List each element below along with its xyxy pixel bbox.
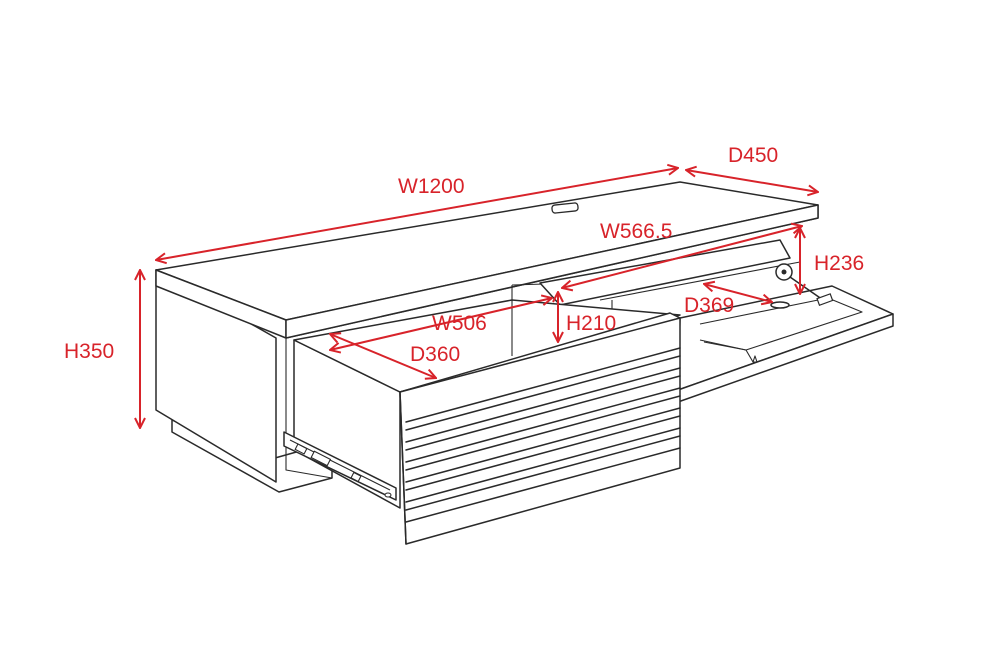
label-drawer-depth: D360 <box>410 343 460 366</box>
label-drawer-width: W506 <box>432 312 487 335</box>
louvre-slat <box>405 367 681 443</box>
louvre-slat <box>405 387 681 463</box>
louvre-slat <box>405 447 681 523</box>
flap-stay-bracket <box>816 293 834 306</box>
label-shelf-depth: D369 <box>684 294 734 317</box>
dim-overall-width-line <box>156 168 678 260</box>
dimension-lines <box>140 168 818 428</box>
dimension-labels: W1200 D450 H350 W566.5 H236 D369 W506 H2… <box>64 144 864 366</box>
label-shelf-height: H236 <box>814 252 864 275</box>
flap-latch-pin <box>752 355 758 363</box>
dim-drawer-depth-line <box>330 334 436 378</box>
flap-hinge-line <box>703 341 747 351</box>
flap-stay-hinge-center <box>781 269 787 275</box>
drawer <box>283 299 681 545</box>
louvre-slat <box>405 427 681 503</box>
dim-shelf-depth-line <box>704 284 772 302</box>
drawer-slide-clip-3 <box>350 471 362 483</box>
label-overall-height: H350 <box>64 340 114 363</box>
dim-shelf-width-line <box>562 226 802 288</box>
drawer-slide-clip-1 <box>294 443 308 455</box>
louvre-slat <box>405 395 681 471</box>
louvre-slat <box>405 407 681 483</box>
flap-latch <box>770 301 790 309</box>
drawer-slide-screw <box>384 492 392 498</box>
drawer-slide-clip-2 <box>310 450 332 467</box>
drawer-front-left-edge <box>399 391 407 545</box>
dim-overall-depth-line <box>686 170 818 192</box>
label-shelf-width: W566.5 <box>600 220 672 243</box>
louvre-slat <box>405 415 681 491</box>
drawer-louvres <box>405 347 681 523</box>
carcass-divider-top <box>511 283 546 286</box>
flap-hinge-line-2 <box>745 349 754 363</box>
drawer-slide <box>283 431 397 501</box>
label-overall-width: W1200 <box>398 175 465 198</box>
carcass-inner-line <box>285 338 333 479</box>
label-overall-depth: D450 <box>728 144 778 167</box>
label-drawer-height: H210 <box>566 312 616 335</box>
louvre-slat <box>405 355 681 431</box>
louvre-slat <box>405 347 681 423</box>
louvre-slat <box>405 435 681 511</box>
louvre-slat <box>405 375 681 451</box>
